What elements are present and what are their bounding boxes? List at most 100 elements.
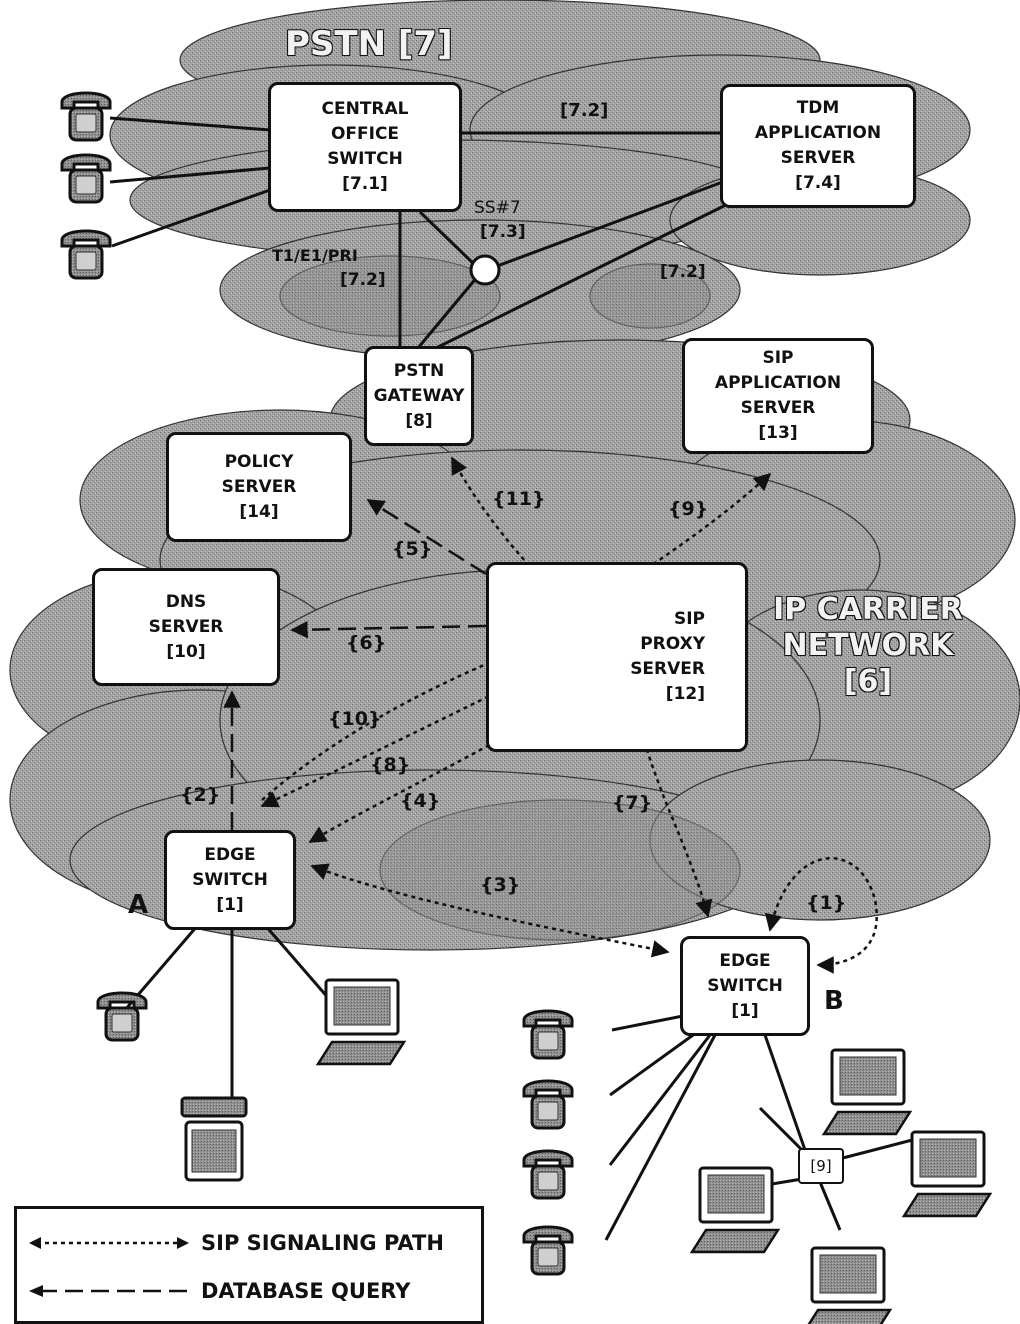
computer-icon — [901, 1130, 993, 1218]
sip-app-line-4: [13] — [758, 423, 798, 443]
ip-cloud-line-2: NETWORK — [782, 628, 954, 663]
legend: SIP SIGNALING PATH DATABASE QUERY — [14, 1206, 484, 1324]
query-arrow-5 — [366, 498, 487, 576]
central-office-switch[interactable]: CENTRAL OFFICE SWITCH [7.1] — [268, 82, 462, 212]
legend-db-label: DATABASE QUERY — [201, 1279, 411, 1303]
tdm-line-2: APPLICATION — [754, 123, 882, 143]
policy-line-1: POLICY — [224, 451, 294, 472]
step-3-label: {3} — [480, 874, 521, 896]
computer-icon — [821, 1048, 913, 1136]
side-a-label: A — [128, 890, 149, 920]
telephone-icon — [96, 991, 148, 1042]
sip-arrow-8 — [260, 650, 581, 808]
dns-line-2: SERVER — [148, 616, 224, 637]
central-office-line-2: OFFICE — [330, 124, 400, 144]
access-links — [123, 924, 921, 1241]
telephone-icon — [522, 1079, 574, 1130]
sip-proxy-server[interactable]: SIP PROXY SERVER [12] — [486, 562, 748, 752]
telephone-icon — [522, 1009, 574, 1060]
central-office-line-4: [7.1] — [342, 174, 388, 194]
central-office-line-1: CENTRAL — [321, 99, 409, 119]
sip-arrow-1 — [764, 857, 878, 974]
legend-dotted-arrow-icon — [29, 1237, 189, 1249]
edge-b-line-3: [1] — [731, 1000, 759, 1021]
dns-line-3: [10] — [166, 641, 206, 662]
sip-application-server[interactable]: SIP APPLICATION SERVER [13] — [682, 338, 874, 454]
sip-proxy-line-2: PROXY — [640, 634, 705, 654]
hub-9[interactable]: [9] — [798, 1148, 844, 1184]
computer-icon — [315, 978, 407, 1066]
policy-line-2: SERVER — [221, 476, 297, 497]
telephone-icon — [60, 229, 112, 280]
computers — [315, 978, 993, 1324]
step-11-label: {11} — [492, 488, 546, 510]
step-8-label: {8} — [370, 754, 411, 776]
edge-switch-a[interactable]: EDGE SWITCH [1] — [164, 830, 296, 930]
telephone-icon — [522, 1149, 574, 1200]
step-7-label: {7} — [612, 792, 653, 814]
telephones — [60, 91, 574, 1276]
step-2-label: {2} — [180, 784, 221, 806]
legend-db-row: DATABASE QUERY — [29, 1279, 411, 1303]
sip-arrow-3 — [310, 863, 670, 958]
ip-cloud-line-1: IP CARRIER — [773, 592, 963, 627]
step-4-label: {4} — [400, 790, 441, 812]
database-query-arrows — [223, 498, 487, 830]
step-9-label: {9} — [668, 498, 709, 520]
dns-line-1: DNS — [165, 591, 207, 612]
sip-app-line-3: SERVER — [740, 398, 816, 418]
pstn-gateway-line-2: GATEWAY — [373, 385, 465, 406]
link-label-7-2-top: [7.2] — [560, 100, 609, 121]
pstn-gateway-line-3: [8] — [405, 410, 433, 431]
ip-cloud-line-3: [6] — [843, 664, 893, 699]
dns-server[interactable]: DNS SERVER [10] — [92, 568, 280, 686]
t1-label: T1/E1/PRI — [272, 246, 358, 265]
pstn-cloud-label: PSTN [7] — [285, 24, 453, 64]
edge-b-line-2: SWITCH — [707, 975, 783, 996]
central-office-line-3: SWITCH — [327, 149, 403, 169]
step-1-label: {1} — [806, 892, 847, 914]
t1-ref-label: [7.2] — [340, 270, 386, 290]
legend-sip-label: SIP SIGNALING PATH — [201, 1231, 444, 1255]
sip-arrow-7 — [638, 725, 713, 918]
telephone-icon — [180, 1096, 248, 1182]
hub-label: [9] — [810, 1156, 832, 1175]
legend-dashed-arrow-icon — [29, 1285, 189, 1297]
edge-b-line-1: EDGE — [719, 950, 771, 971]
sip-arrow-10 — [261, 648, 521, 801]
pstn-gateway-line-1: PSTN — [393, 360, 445, 381]
ss7-ref-label: [7.3] — [480, 222, 526, 242]
step-5-label: {5} — [392, 538, 433, 560]
pstn-gateway[interactable]: PSTN GATEWAY [8] — [364, 346, 474, 446]
computer-icon — [807, 1246, 893, 1324]
telephone-icon — [522, 1225, 574, 1276]
step-6-label: {6} — [346, 632, 387, 654]
telephone-icon — [60, 153, 112, 204]
telephone-icon — [60, 91, 112, 142]
edge-a-line-3: [1] — [216, 894, 244, 915]
sip-proxy-line-4: [12] — [665, 684, 705, 704]
step-10-label: {10} — [328, 708, 382, 730]
legend-sip-row: SIP SIGNALING PATH — [29, 1231, 444, 1255]
ss7-label: SS#7 — [474, 198, 521, 218]
edge-switch-b[interactable]: EDGE SWITCH [1] — [680, 936, 810, 1036]
edge-a-line-2: SWITCH — [192, 869, 268, 890]
edge-a-line-1: EDGE — [204, 844, 256, 865]
sip-app-line-2: APPLICATION — [714, 373, 842, 393]
tdm-line-1: TDM — [796, 98, 840, 118]
sip-proxy-line-3: SERVER — [630, 659, 705, 679]
tdm-line-4: [7.4] — [795, 173, 841, 193]
policy-server[interactable]: POLICY SERVER [14] — [166, 432, 352, 542]
tdm-application-server[interactable]: TDM APPLICATION SERVER [7.4] — [720, 84, 916, 208]
pstn-links — [109, 116, 737, 350]
policy-line-3: [14] — [239, 501, 279, 522]
sip-app-line-1: SIP — [762, 348, 794, 368]
ss7-node-icon — [469, 254, 501, 286]
sip-proxy-line-1: SIP — [673, 609, 705, 629]
link-label-7-2-right: [7.2] — [660, 262, 706, 282]
ip-carrier-cloud-label: IP CARRIER NETWORK [6] — [768, 592, 968, 700]
tdm-line-3: SERVER — [780, 148, 856, 168]
side-b-label: B — [824, 986, 844, 1016]
computer-icon — [689, 1166, 781, 1254]
query-arrow-6 — [290, 620, 487, 639]
